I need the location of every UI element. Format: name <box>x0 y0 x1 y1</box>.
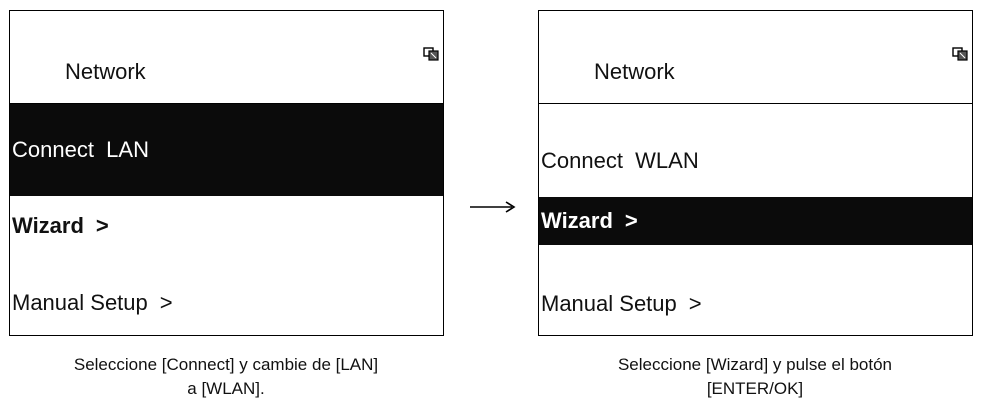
menu-item-wizard[interactable]: Wizard > <box>10 198 443 254</box>
screen-title: Network <box>594 59 675 84</box>
network-status-icon <box>423 47 439 61</box>
menu-item-connect[interactable]: Connect WLAN <box>539 141 972 181</box>
chevron-right-icon: > <box>95 213 109 238</box>
menu-item-label: Manual Setup <box>541 291 677 316</box>
chevron-right-icon: > <box>624 208 638 233</box>
screen-header: Network <box>539 11 972 104</box>
left-caption: Seleccione [Connect] y cambie de [LAN] a… <box>0 353 452 401</box>
chevron-right-icon: > <box>159 290 173 315</box>
caption-line: [ENTER/OK] <box>706 379 804 398</box>
menu-item-label: Wizard <box>12 213 84 238</box>
caption-line: Seleccione [Wizard] y pulse el botón <box>617 355 893 374</box>
network-status-icon <box>952 47 968 61</box>
menu-item-manual-setup[interactable]: Manual Setup > <box>10 281 443 325</box>
menu-item-label: Connect WLAN <box>541 148 699 173</box>
menu-item-manual-setup[interactable]: Manual Setup > <box>539 282 972 326</box>
right-caption: Seleccione [Wizard] y pulse el botón [EN… <box>520 353 984 401</box>
screen-title: Network <box>65 59 146 84</box>
caption-line: Seleccione [Connect] y cambie de [LAN] <box>73 355 379 374</box>
menu-item-wizard[interactable]: Wizard > <box>539 197 972 245</box>
menu-item-label: Wizard <box>541 208 613 233</box>
right-network-screen: Network Connect WLAN Wizard > Manual Set… <box>538 10 973 336</box>
menu-item-connect[interactable]: Connect LAN <box>10 104 443 196</box>
left-network-screen: Network Connect LAN Wizard > Manual Setu… <box>9 10 444 336</box>
caption-line: a [WLAN]. <box>187 379 265 398</box>
screen-header: Network <box>10 11 443 104</box>
right-arrow-icon <box>470 201 516 213</box>
chevron-right-icon: > <box>688 291 702 316</box>
menu-item-label: Connect LAN <box>12 137 149 162</box>
menu-item-label: Manual Setup <box>12 290 148 315</box>
